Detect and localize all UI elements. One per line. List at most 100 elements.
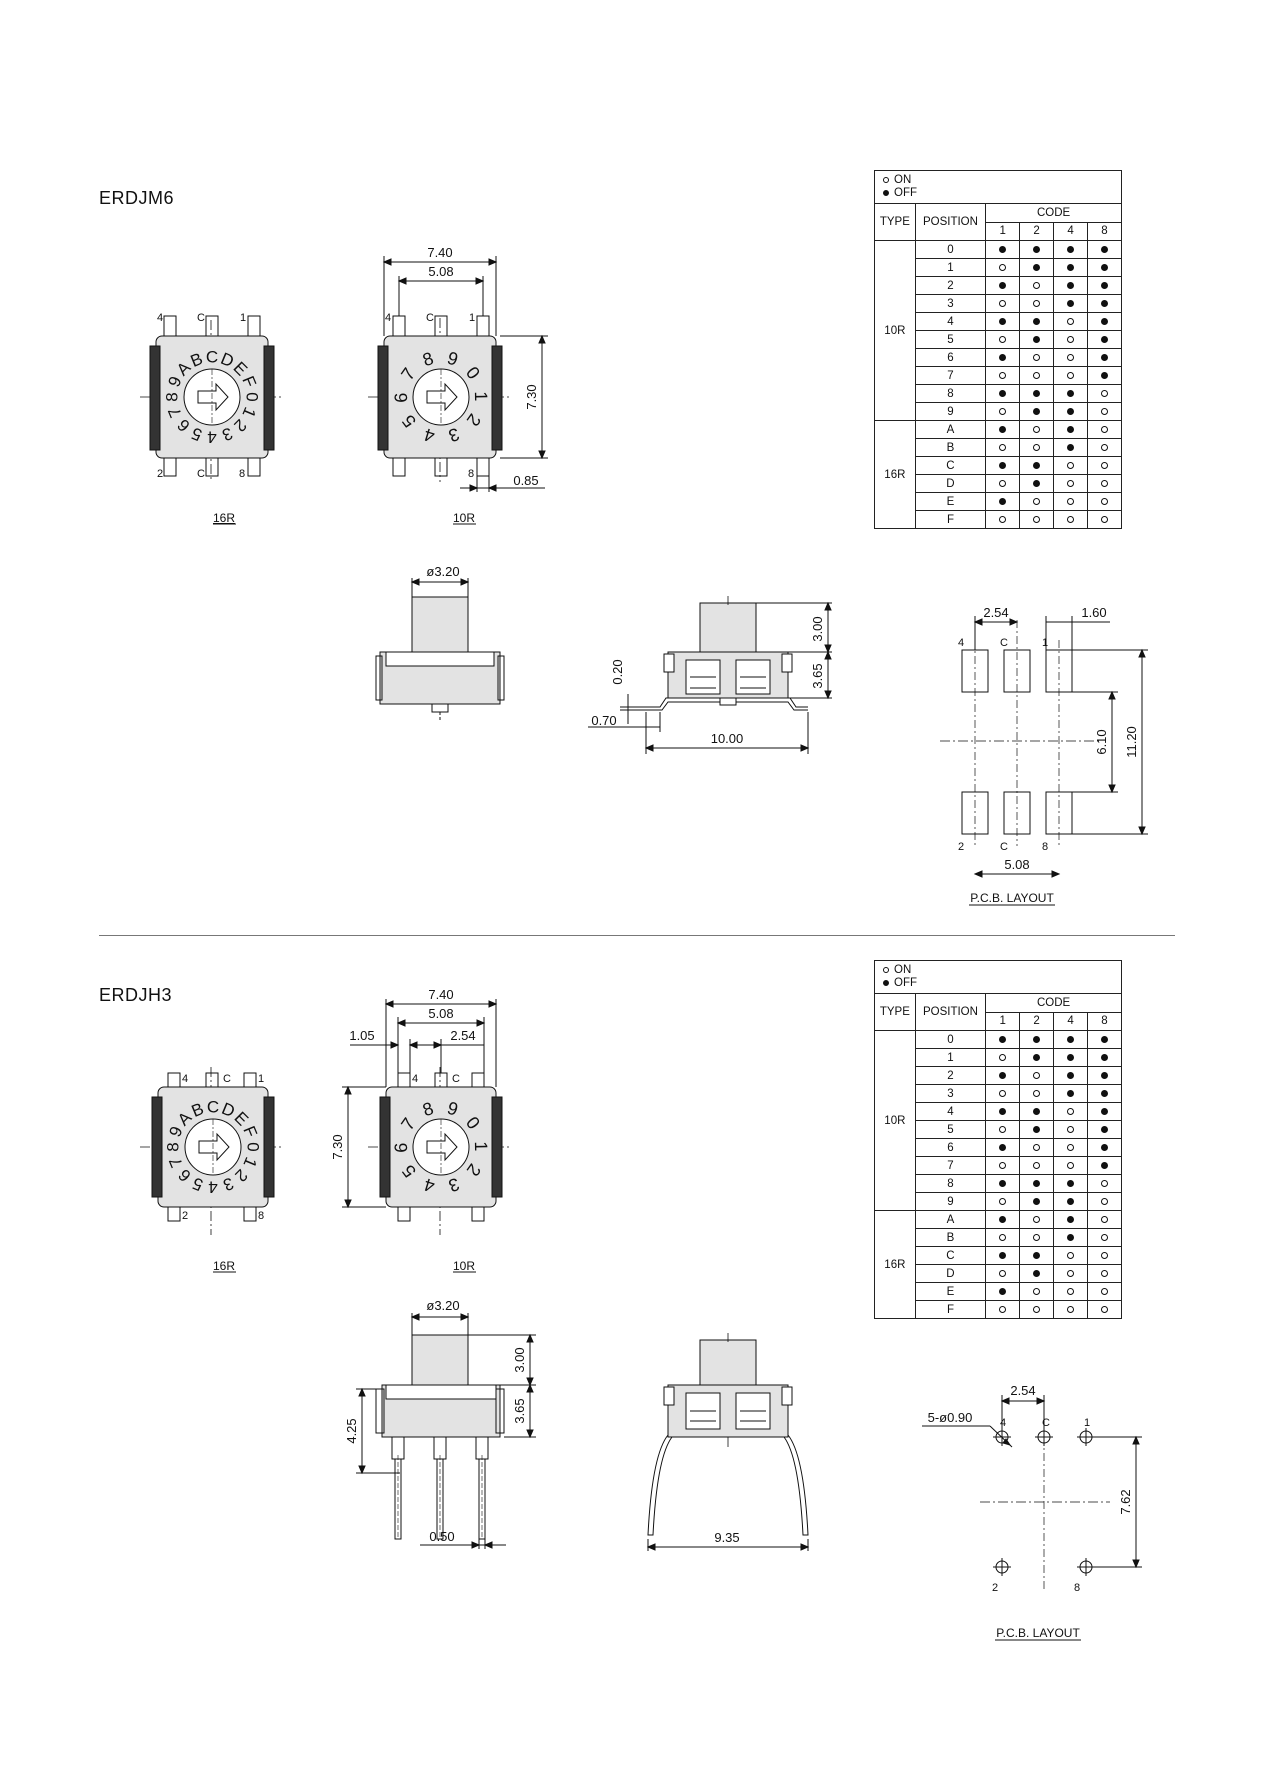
code-cell	[1019, 438, 1055, 457]
off-dot-icon	[1033, 317, 1041, 325]
dial-digit: 8	[163, 392, 182, 401]
code-cell	[985, 510, 1021, 529]
code-cell	[1087, 1210, 1122, 1229]
legend-off-label: OFF	[894, 187, 917, 199]
code-cell	[1053, 1300, 1089, 1319]
position-cell: 6	[914, 1138, 987, 1157]
code-cell	[1087, 1084, 1122, 1103]
position-cell: 2	[914, 276, 987, 295]
code-cell	[1087, 1246, 1122, 1265]
off-dot-icon	[1101, 371, 1108, 379]
code-cell	[985, 1246, 1021, 1265]
code-cell	[1019, 366, 1055, 385]
code-cell	[1087, 1228, 1122, 1247]
off-dot-icon	[999, 1215, 1007, 1223]
pcb-pin-c: C	[1000, 637, 1008, 649]
on-circle-icon	[1101, 461, 1108, 469]
off-dot-icon	[999, 1287, 1007, 1295]
code-cell	[985, 1264, 1021, 1283]
position-cell: 1	[914, 1048, 987, 1067]
code-cell	[1087, 1120, 1122, 1139]
code-cell	[985, 276, 1021, 295]
col-bit: 4	[1053, 221, 1089, 241]
on-circle-icon	[1067, 1269, 1075, 1277]
code-cell	[985, 1066, 1021, 1085]
pin-label-1: 1	[469, 312, 475, 324]
code-cell	[1087, 1030, 1122, 1049]
code-cell	[1019, 510, 1055, 529]
dial-digit: 0	[243, 392, 262, 401]
view-label-10r: 10R	[453, 511, 475, 525]
pcb-layout-label: P.C.B. LAYOUT	[996, 1626, 1080, 1640]
code-cell	[1019, 1300, 1055, 1319]
pin-label-c: C	[223, 1073, 231, 1085]
code-cell	[1087, 276, 1122, 295]
pin-label-2: 2	[182, 1210, 188, 1222]
table-row: B	[875, 1228, 1122, 1247]
position-cell: 9	[914, 402, 987, 421]
position-cell: 8	[914, 1174, 987, 1193]
code-cell	[985, 474, 1021, 493]
off-dot-icon	[1101, 1161, 1108, 1169]
code-cell	[1087, 1138, 1122, 1157]
code-cell	[1019, 1264, 1055, 1283]
pin-label-c: C	[197, 312, 205, 324]
on-circle-icon	[1101, 1287, 1108, 1295]
code-cell	[1087, 510, 1122, 529]
dial-digit: 6	[391, 393, 411, 403]
code-cell	[1053, 1084, 1089, 1103]
dial-digit: C	[206, 348, 218, 367]
code-cell	[1087, 1048, 1122, 1067]
pin-label-8: 8	[239, 468, 245, 480]
code-cell	[1019, 384, 1055, 403]
code-cell	[1053, 330, 1089, 349]
on-circle-icon	[999, 263, 1007, 271]
off-dot-icon	[1033, 1269, 1041, 1277]
off-dot-icon	[1033, 1125, 1041, 1133]
position-cell: 0	[914, 1030, 987, 1049]
on-circle-icon	[1033, 515, 1041, 523]
code-cell	[1087, 492, 1122, 511]
on-circle-icon	[1033, 1215, 1041, 1223]
code-cell	[1053, 1282, 1089, 1301]
code-cell	[1053, 1048, 1089, 1067]
pin-label-4: 4	[157, 312, 163, 324]
off-dot-icon	[1033, 335, 1041, 343]
code-cell	[1019, 312, 1055, 331]
dim-3-65: 3.65	[810, 663, 825, 688]
code-cell	[985, 384, 1021, 403]
on-circle-icon	[1067, 1287, 1075, 1295]
code-cell	[985, 1282, 1021, 1301]
off-dot-icon	[1033, 479, 1041, 487]
code-cell	[985, 1300, 1021, 1319]
position-cell: 7	[914, 366, 987, 385]
code-cell	[1019, 402, 1055, 421]
table-row: 3	[875, 294, 1122, 313]
col-bit: 1	[985, 1011, 1021, 1031]
on-circle-icon	[1067, 1251, 1075, 1259]
off-dot-icon	[1033, 263, 1041, 271]
off-dot-icon	[1101, 1125, 1108, 1133]
off-dot-icon	[999, 1179, 1007, 1187]
code-cell	[1019, 1228, 1055, 1247]
off-dot-icon	[1067, 443, 1075, 451]
position-cell: 9	[914, 1192, 987, 1211]
off-dot-icon	[1067, 1089, 1075, 1097]
dial-digit: 4	[207, 428, 216, 447]
code-cell	[985, 1048, 1021, 1067]
dim-7-62: 7.62	[1118, 1489, 1133, 1514]
code-cell	[1053, 240, 1089, 259]
table-row: 7	[875, 366, 1122, 385]
on-circle-icon	[999, 299, 1007, 307]
code-cell	[985, 1138, 1021, 1157]
dim-7-30: 7.30	[524, 384, 539, 409]
code-cell	[985, 1192, 1021, 1211]
dim-0-50: 0.50	[429, 1529, 454, 1544]
table-row: 4	[875, 312, 1122, 331]
on-circle-icon	[1067, 353, 1075, 361]
